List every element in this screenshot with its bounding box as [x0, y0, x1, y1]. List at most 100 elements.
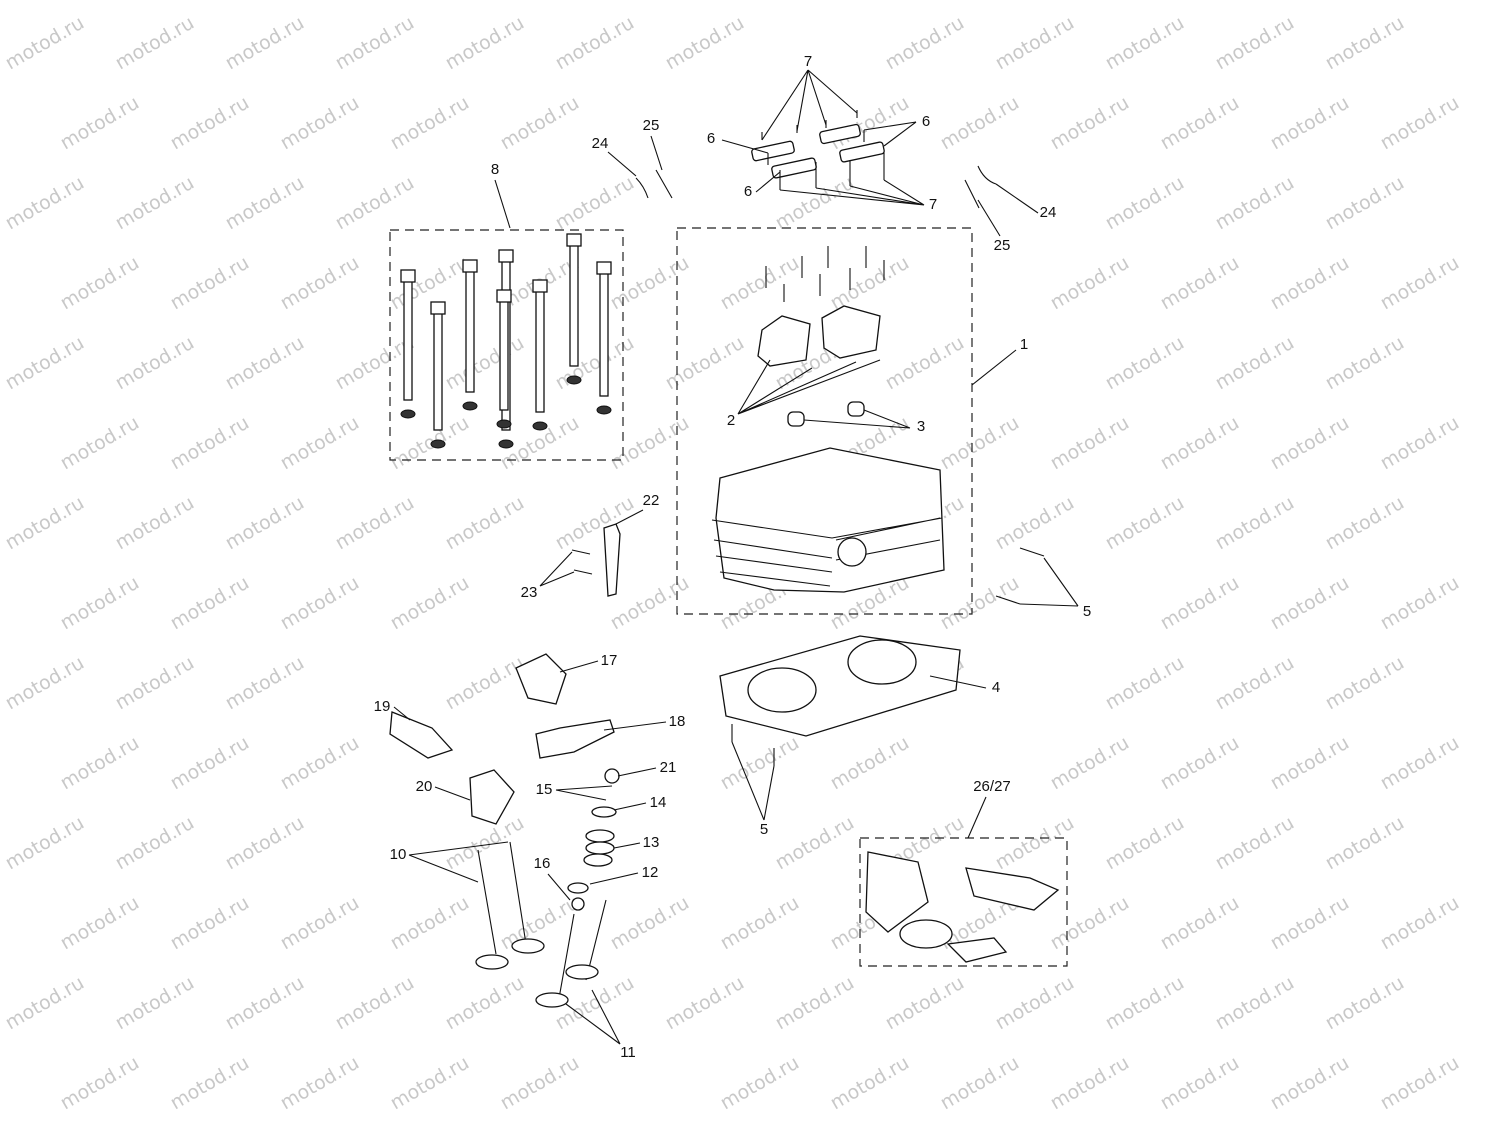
dowels-upper: [995, 547, 1045, 605]
watermark-text: motod.ru: [1047, 252, 1133, 315]
callout-labels: 7 6 6 6 7 25 24 24 25 8 1 2 3 22 23 5 17…: [374, 53, 1092, 1061]
watermark-text: motod.ru: [1212, 332, 1298, 395]
dowels-lower: [731, 724, 775, 766]
watermark-text: motod.ru: [1047, 732, 1133, 795]
callout-2: 2: [727, 412, 735, 429]
watermark-text: motod.ru: [552, 172, 638, 235]
washer: [400, 409, 416, 419]
watermark-text: motod.ru: [277, 1052, 363, 1115]
watermark-text: motod.ru: [1157, 732, 1243, 795]
callout-26-27: 26/27: [973, 778, 1011, 795]
bolt-head: [430, 301, 446, 315]
callout-19: 19: [374, 698, 391, 715]
valve-spring: [567, 806, 617, 911]
cam-carrier: [757, 246, 885, 427]
watermark-text: motod.ru: [112, 492, 198, 555]
callout-16: 16: [534, 855, 551, 872]
head-bolts-group-box: [389, 229, 624, 461]
watermark-text: motod.ru: [1267, 92, 1353, 155]
watermark-text: motod.ru: [1322, 652, 1408, 715]
callout-7: 7: [804, 53, 812, 70]
watermark-text: motod.ru: [2, 972, 88, 1035]
callout-1: 1: [1020, 336, 1028, 353]
watermark-text: motod.ru: [442, 332, 528, 395]
watermark-text: motod.ru: [277, 732, 363, 795]
gasket-kit-box: [859, 837, 1068, 967]
watermark-text: motod.ru: [112, 652, 198, 715]
callout-24: 24: [1040, 204, 1057, 221]
watermark-text: motod.ru: [992, 12, 1078, 75]
watermark-text: motod.ru: [1267, 412, 1353, 475]
watermark-text: motod.ru: [1377, 92, 1463, 155]
watermark-text: motod.ru: [332, 12, 418, 75]
bolt-head: [496, 289, 512, 303]
callout-20: 20: [416, 778, 433, 795]
head-bolt: [465, 269, 475, 393]
watermark-text: motod.ru: [607, 252, 693, 315]
watermark-text: motod.ru: [717, 892, 803, 955]
watermark-text: motod.ru: [57, 572, 143, 635]
callout-7: 7: [929, 196, 937, 213]
watermark-text: motod.ru: [1267, 572, 1353, 635]
watermark-text: motod.ru: [1212, 492, 1298, 555]
watermark-text: motod.ru: [222, 972, 308, 1035]
callout-13: 13: [643, 834, 660, 851]
watermark-text: motod.ru: [167, 412, 253, 475]
watermark-text: motod.ru: [442, 492, 528, 555]
callout-14: 14: [650, 794, 667, 811]
watermark-text: motod.ru: [277, 92, 363, 155]
callout-8: 8: [491, 161, 499, 178]
watermark-text: motod.ru: [1322, 492, 1408, 555]
watermark-text: motod.ru: [827, 1052, 913, 1115]
watermark-text: motod.ru: [882, 12, 968, 75]
parts: [389, 110, 1060, 1008]
watermark-text: motod.ru: [1157, 412, 1243, 475]
watermark-text: motod.ru: [57, 1052, 143, 1115]
callout-23: 23: [521, 584, 538, 601]
bolt-head: [400, 269, 416, 283]
watermark-text: motod.ru: [1212, 172, 1298, 235]
watermark-text: motod.ru: [1267, 252, 1353, 315]
watermark-text: motod.ru: [552, 492, 638, 555]
watermark-text: motod.ru: [937, 412, 1023, 475]
bolt-head: [566, 233, 582, 247]
washer: [430, 439, 446, 449]
watermark-text: motod.ru: [1157, 1052, 1243, 1115]
watermark-text: motod.ru: [992, 812, 1078, 875]
watermark-text: motod.ru: [1322, 332, 1408, 395]
watermark-text: motod.ru: [442, 972, 528, 1035]
watermark-text: motod.ru: [1322, 972, 1408, 1035]
watermark-text: motod.ru: [277, 572, 363, 635]
watermark-text: motod.ru: [1047, 412, 1133, 475]
watermark-text: motod.ru: [937, 92, 1023, 155]
watermark-text: motod.ru: [332, 492, 418, 555]
watermark-text: motod.ru: [387, 252, 473, 315]
watermark-text: motod.ru: [387, 892, 473, 955]
watermark-text: motod.ru: [1377, 572, 1463, 635]
watermark-text: motod.ru: [277, 252, 363, 315]
watermark-text: motod.ru: [167, 572, 253, 635]
callout-6: 6: [707, 130, 715, 147]
watermark-text: motod.ru: [717, 1052, 803, 1115]
watermark-text: motod.ru: [2, 332, 88, 395]
watermark-text: motod.ru: [222, 492, 308, 555]
watermark-text: motod.ru: [827, 252, 913, 315]
bolt-head: [596, 261, 612, 275]
callout-17: 17: [601, 652, 618, 669]
dowels: [635, 165, 997, 209]
watermark-text: motod.ru: [112, 12, 198, 75]
watermark-text: motod.ru: [1157, 572, 1243, 635]
watermark-text: motod.ru: [607, 572, 693, 635]
watermark-text: motod.ru: [1102, 12, 1188, 75]
watermark-text: motod.ru: [332, 172, 418, 235]
watermark-text: motod.ru: [112, 812, 198, 875]
callout-4: 4: [992, 679, 1000, 696]
watermark-text: motod.ru: [1102, 332, 1188, 395]
watermark-text: motod.ru: [1047, 92, 1133, 155]
watermark-text: motod.ru: [552, 332, 638, 395]
watermark-text: motod.ru: [882, 972, 968, 1035]
callout-5: 5: [760, 821, 768, 838]
washer: [596, 405, 612, 415]
callout-24: 24: [592, 135, 609, 152]
watermark-text: motod.ru: [937, 572, 1023, 635]
